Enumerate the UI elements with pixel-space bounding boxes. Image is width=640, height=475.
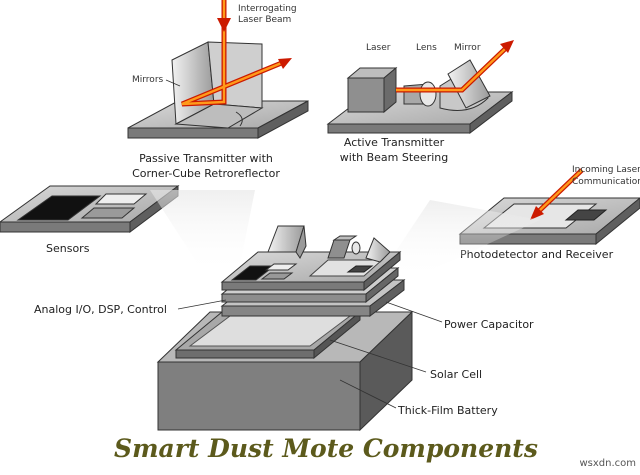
beam-label-line1: Interrogating bbox=[238, 4, 297, 14]
lens-label: Lens bbox=[416, 43, 437, 53]
sensor-chip-dark bbox=[16, 195, 102, 221]
laser-block bbox=[346, 66, 398, 114]
solar-cell-label: Solar Cell bbox=[430, 368, 482, 381]
laser-label: Laser bbox=[366, 43, 391, 53]
lens bbox=[403, 81, 437, 107]
incoming-label-line2: Communication bbox=[572, 177, 640, 187]
active-caption-line2: with Beam Steering bbox=[340, 151, 448, 164]
mirrors-label: Mirrors bbox=[132, 75, 164, 85]
active-beam bbox=[396, 40, 514, 93]
active-transmitter: Laser Lens Mirror Active Transmitter wit… bbox=[326, 40, 514, 164]
incoming-label-line1: Incoming Laser bbox=[572, 165, 640, 175]
solar-cell bbox=[174, 310, 362, 360]
sensors-label: Sensors bbox=[46, 242, 90, 255]
mirror-floor bbox=[174, 103, 264, 129]
sensors: Sensors bbox=[0, 185, 180, 255]
photodetector-label: Photodetector and Receiver bbox=[460, 248, 614, 261]
battery-label: Thick-Film Battery bbox=[397, 404, 498, 417]
power-capacitor-label: Power Capacitor bbox=[444, 318, 534, 331]
active-caption-line1: Active Transmitter bbox=[344, 136, 445, 149]
diagram-title: Smart Dust Mote Components bbox=[114, 434, 538, 463]
interrogating-beam bbox=[181, 0, 292, 107]
receiver-chip bbox=[564, 209, 608, 221]
passive-caption-line2: Corner-Cube Retroreflector bbox=[132, 167, 280, 180]
top-plate bbox=[220, 225, 402, 292]
analog-label: Analog I/O, DSP, Control bbox=[34, 303, 167, 316]
passive-caption-line1: Passive Transmitter with bbox=[139, 152, 273, 165]
beam-arrow-icon bbox=[217, 18, 231, 32]
watermark: wsxdn.com bbox=[579, 458, 636, 469]
mirror-label: Mirror bbox=[454, 43, 481, 53]
sensor-chip-light bbox=[94, 193, 148, 205]
passive-transmitter: Interrogating Laser Beam Mirrors Passive… bbox=[127, 0, 309, 180]
photodetector: Incoming Laser Communication Photodetect… bbox=[458, 165, 640, 261]
sensor-chip-mid bbox=[80, 207, 136, 219]
beam-label-line2: Laser Beam bbox=[238, 15, 291, 25]
mote-assembly: Analog I/O, DSP, Control Power Capacitor… bbox=[34, 190, 540, 432]
incoming-beam bbox=[530, 168, 584, 220]
